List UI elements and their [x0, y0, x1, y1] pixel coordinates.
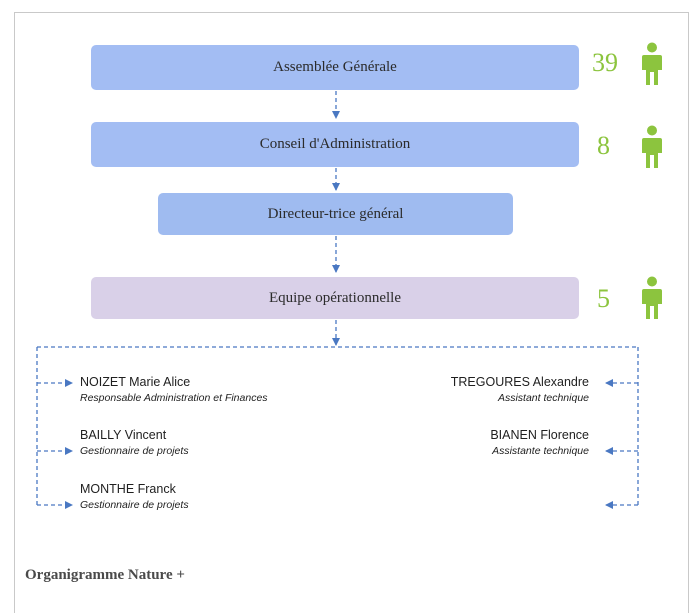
assembly-box: Assemblée Générale [91, 45, 579, 90]
chart-frame [14, 12, 689, 613]
staff-role: Responsable Administration et Finances [80, 392, 268, 404]
staff-name: BAILLY Vincent [80, 428, 167, 442]
staff-name: NOIZET Marie Alice [80, 375, 191, 389]
director-label: Directeur-trice général [267, 205, 404, 222]
staff-name: BIANEN Florence [490, 428, 589, 442]
staff-role: Gestionnaire de projets [80, 499, 189, 511]
team-count: 5 [597, 284, 610, 313]
team-label: Equipe opérationnelle [268, 289, 402, 306]
assembly-count: 39 [592, 48, 618, 77]
director-box: Directeur-trice général [158, 193, 513, 235]
team-box: Equipe opérationnelle [91, 277, 579, 319]
staff-role: Gestionnaire de projets [80, 445, 189, 457]
connector-lines [36, 91, 639, 509]
staff-name: MONTHE Franck [80, 482, 176, 496]
board-label: Conseil d'Administration [259, 136, 411, 152]
diagram-caption: Organigramme Nature + [25, 567, 185, 583]
staff-role: Assistante technique [492, 445, 589, 457]
assembly-label: Assemblée Générale [273, 59, 397, 75]
person-icon [642, 125, 662, 168]
person-icon [642, 42, 662, 85]
staff-role: Assistant technique [497, 392, 589, 404]
person-icon [642, 276, 662, 319]
board-box: Conseil d'Administration [91, 122, 579, 167]
board-count: 8 [597, 131, 610, 160]
staff-name: TREGOURES Alexandre [450, 375, 589, 389]
